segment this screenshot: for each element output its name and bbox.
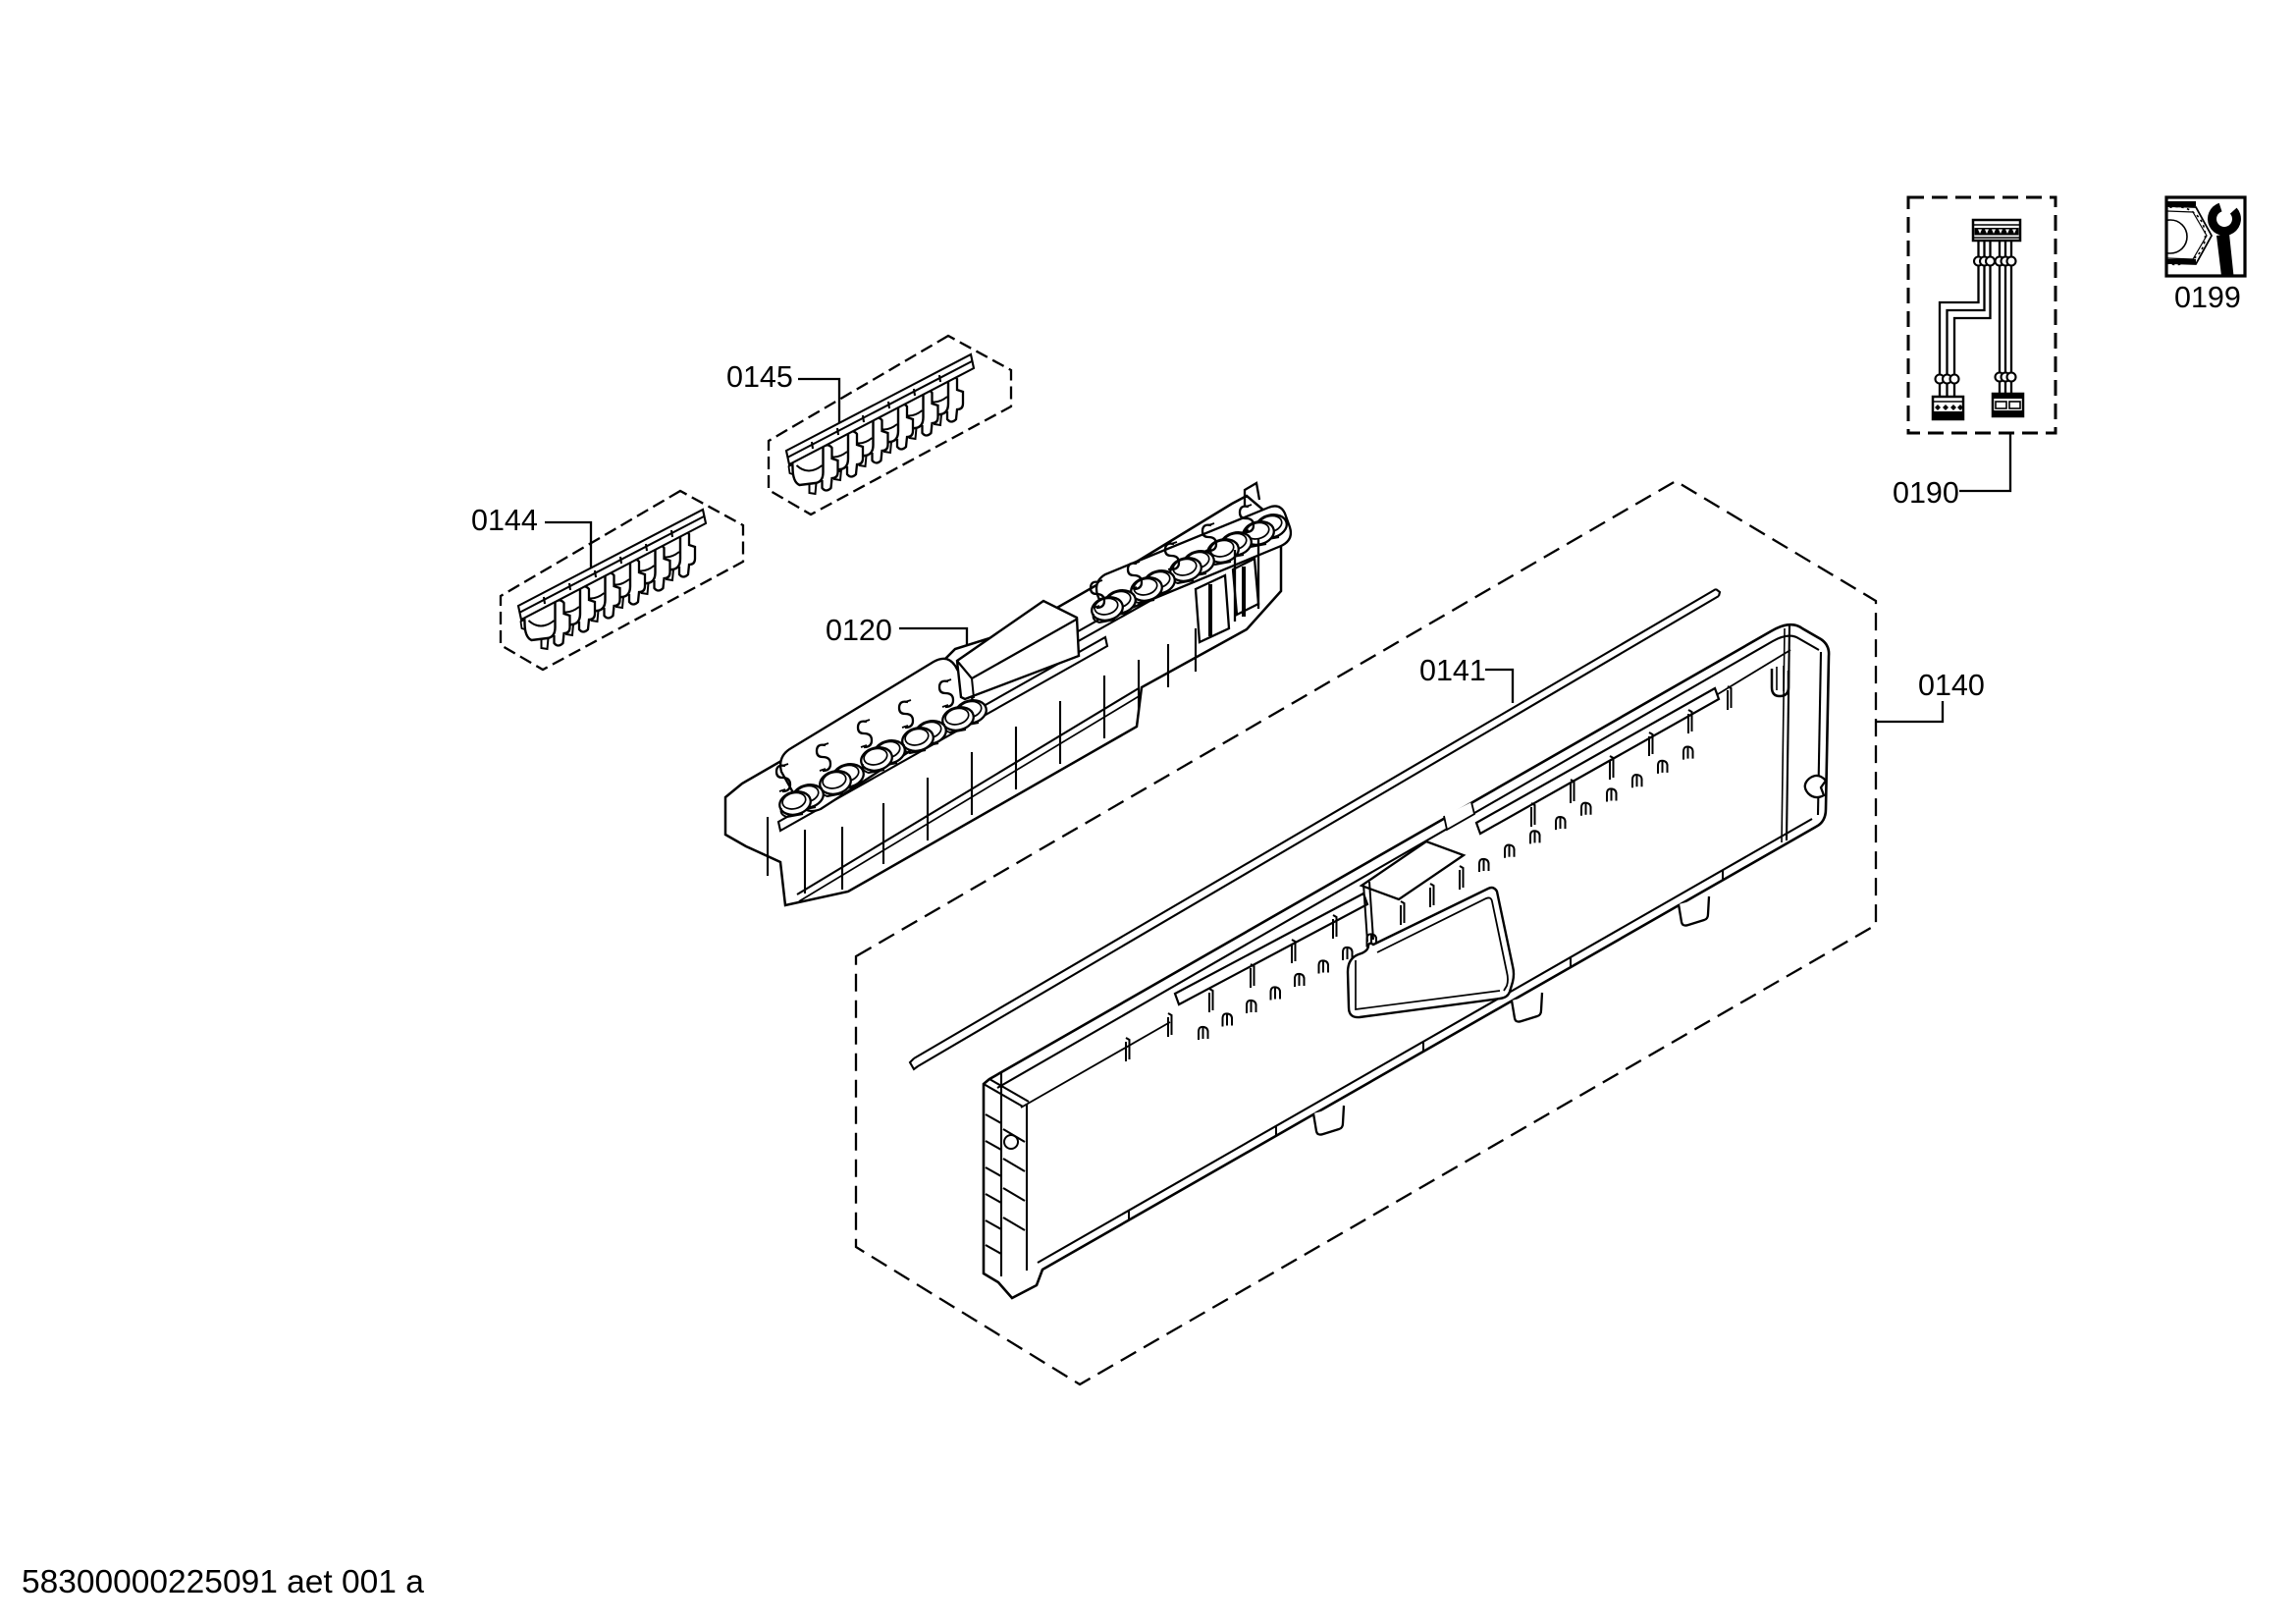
svg-text:58300000225091 aet 001 a: 58300000225091 aet 001 a xyxy=(22,1564,424,1600)
svg-text:0199: 0199 xyxy=(2174,281,2241,314)
svg-text:0120: 0120 xyxy=(826,614,892,647)
svg-text:0140: 0140 xyxy=(1918,669,1985,702)
svg-text:0190: 0190 xyxy=(1893,476,1959,510)
svg-text:0145: 0145 xyxy=(726,360,793,394)
svg-text:0141: 0141 xyxy=(1419,654,1486,687)
svg-text:0144: 0144 xyxy=(471,504,538,537)
